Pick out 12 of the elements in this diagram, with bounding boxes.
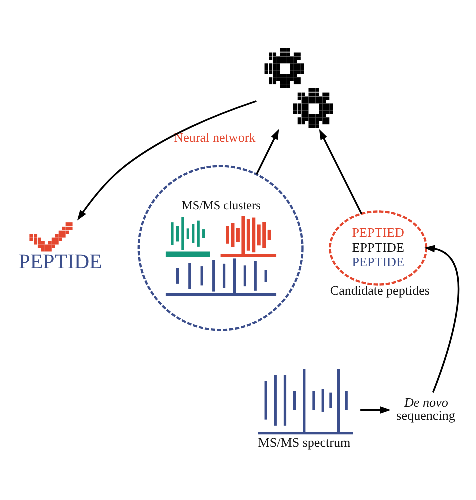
node-text: PEPTIDE bbox=[18, 249, 102, 274]
node-text: De novo sequencing bbox=[396, 394, 456, 423]
arrow bbox=[77, 100, 257, 221]
arrow bbox=[256, 129, 280, 176]
node-label: MS/MS spectrum bbox=[258, 434, 351, 450]
node-ellipse: PEPTIED EPPTIDE PEPTIDE bbox=[329, 210, 428, 286]
arrow bbox=[319, 129, 363, 215]
node-label: Candidate peptides bbox=[330, 283, 430, 298]
node-circle: MS/MS clusters bbox=[138, 165, 304, 332]
arrow bbox=[360, 406, 391, 414]
arrow bbox=[424, 245, 460, 394]
node-label: Neural network bbox=[174, 130, 256, 145]
